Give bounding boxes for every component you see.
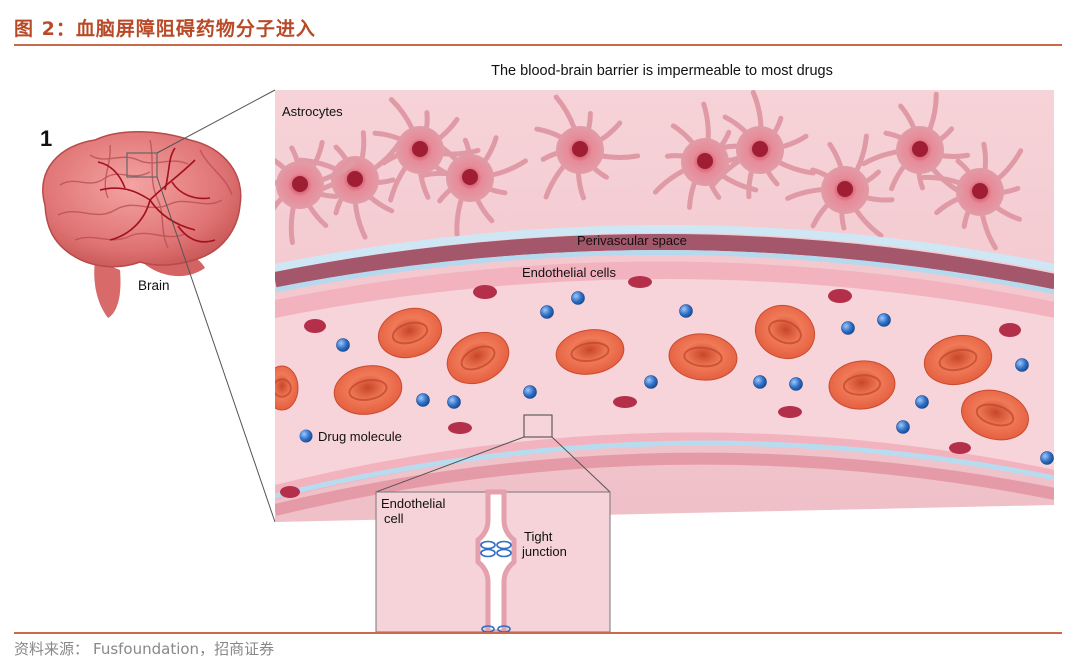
- astrocyte: [785, 133, 895, 238]
- main-caption: The blood-brain barrier is impermeable t…: [491, 63, 833, 79]
- drug-molecule-label: Drug molecule: [318, 429, 402, 444]
- figure-title: 图 2：血脑屏障阻碍药物分子进入: [14, 18, 316, 40]
- drug-molecule: [789, 377, 803, 391]
- junction-zoom-box: [523, 414, 553, 438]
- endothelial-cell-label-1: Endothelial: [381, 496, 445, 511]
- astrocyte: [921, 141, 1024, 251]
- source-label: 资料来源：: [14, 640, 90, 658]
- bbb-diagram: The blood-brain barrier is impermeable t…: [40, 63, 1054, 632]
- drug-molecule-legend-icon: [299, 429, 313, 443]
- astrocyte: [419, 135, 528, 238]
- drug-molecule: [679, 304, 693, 318]
- astrocyte: [275, 139, 357, 246]
- endothelial-nuclei: [280, 276, 1021, 498]
- panel-number: 1: [40, 126, 52, 151]
- astrocyte-layer: [275, 90, 1024, 251]
- endothelial-cells-label: Endothelial cells: [522, 265, 616, 280]
- endothelial-cell-label-2: cell: [384, 511, 404, 526]
- astrocytes-label: Astrocytes: [282, 104, 343, 119]
- tight-junction-label-2: junction: [521, 544, 567, 559]
- drug-molecule: [1040, 451, 1054, 465]
- zoom-line-bottom: [156, 176, 276, 523]
- red-blood-cell: [754, 305, 816, 359]
- red-blood-cell: [333, 365, 403, 415]
- red-blood-cell: [923, 334, 993, 386]
- red-blood-cell: [555, 329, 625, 375]
- source-text: Fusfoundation，招商证券: [93, 640, 275, 658]
- red-blood-cell: [668, 333, 738, 381]
- tight-junction-proteins: [480, 540, 512, 632]
- red-blood-cell: [275, 365, 299, 411]
- tight-junction-label-1: Tight: [524, 529, 553, 544]
- source-rule: [14, 632, 1062, 634]
- astrocyte: [534, 94, 641, 201]
- red-blood-cell: [377, 307, 443, 359]
- brain-zoom-box: [126, 152, 158, 178]
- drug-molecule: [841, 321, 855, 335]
- drug-molecule: [447, 395, 461, 409]
- drug-molecule: [571, 291, 585, 305]
- astrocyte: [297, 130, 402, 240]
- zoom-line-top: [156, 89, 276, 154]
- drug-molecule: [1015, 358, 1029, 372]
- drug-molecule: [915, 395, 929, 409]
- astrocyte: [710, 90, 816, 200]
- drug-molecule: [336, 338, 350, 352]
- drug-molecule: [877, 313, 891, 327]
- red-blood-cells: [275, 305, 1029, 441]
- drug-molecule: [896, 420, 910, 434]
- perivascular-space-label: Perivascular space: [577, 233, 687, 248]
- astrocyte: [372, 97, 481, 203]
- drug-molecules: [336, 291, 1054, 465]
- drug-molecule: [644, 375, 658, 389]
- title-rule: [14, 44, 1062, 46]
- junction-zoom-line-left: [375, 436, 525, 493]
- bbb-panel: Astrocytes Perivascular space Endothelia…: [275, 90, 1054, 522]
- drug-molecule: [416, 393, 430, 407]
- drug-molecule: [523, 385, 537, 399]
- tight-junction-inset: Endothelial cell Tight junction: [375, 489, 611, 632]
- red-blood-cell: [828, 360, 896, 410]
- red-blood-cell: [961, 389, 1029, 441]
- brain-label: Brain: [138, 278, 170, 293]
- drug-molecule: [753, 375, 767, 389]
- drug-molecule: [540, 305, 554, 319]
- astrocyte: [861, 91, 971, 195]
- source-line: 资料来源：Fusfoundation，招商证券: [14, 638, 278, 659]
- brain-illustration: Brain: [42, 131, 242, 318]
- red-blood-cell: [446, 331, 510, 385]
- junction-zoom-line-right: [551, 436, 611, 493]
